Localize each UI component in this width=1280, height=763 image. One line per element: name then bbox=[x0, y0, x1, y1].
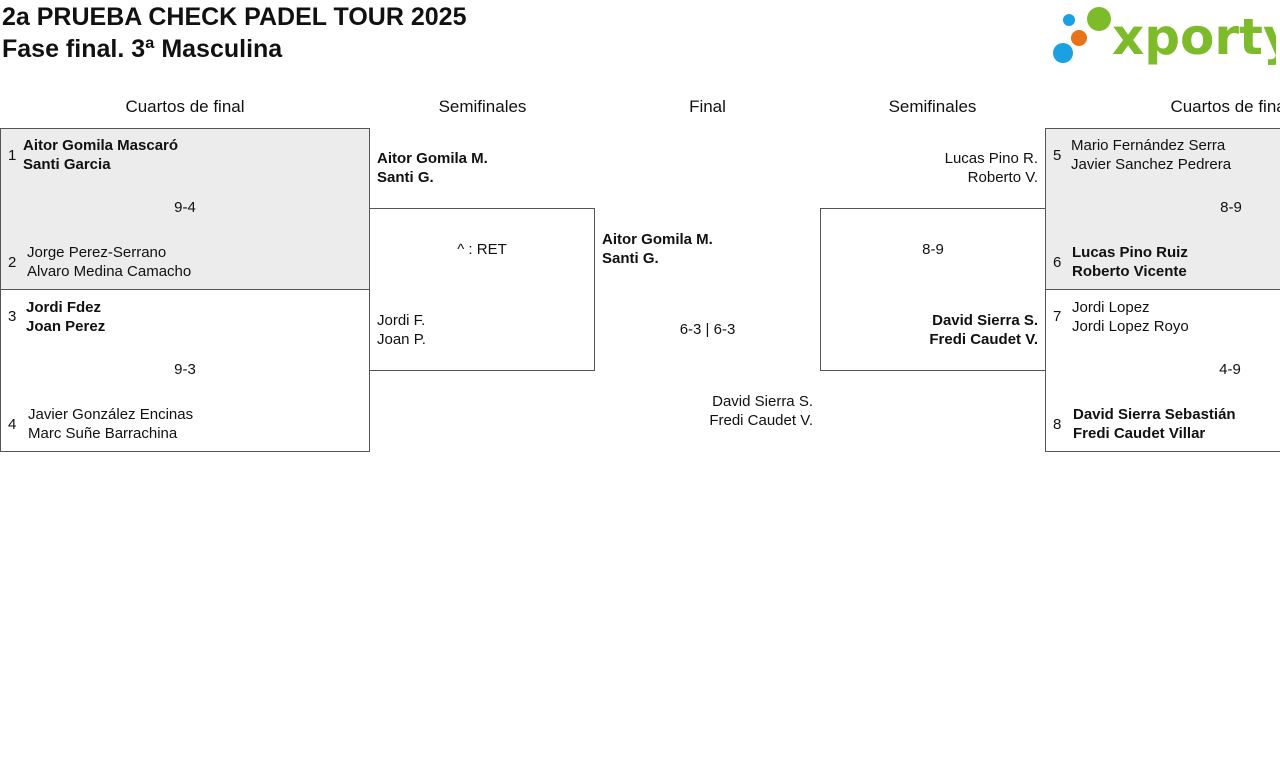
left-qf-match-1: 1 Aitor Gomila Mascaró Santi Garcia 9-4 … bbox=[0, 128, 370, 290]
round-heading-final: Final bbox=[689, 97, 726, 116]
player-name: Aitor Gomila Mascaró bbox=[23, 137, 179, 154]
player-name: Santi G. bbox=[602, 250, 659, 267]
team-b: Javier González Encinas Marc Suñe Barrac… bbox=[28, 405, 193, 443]
tournament-title: 2a PRUEBA CHECK PADEL TOUR 2025 bbox=[2, 3, 467, 31]
player-name: Jordi Fdez bbox=[26, 299, 102, 316]
player-name: Santi Garcia bbox=[23, 156, 111, 173]
phase-subtitle: Fase final. 3ª Masculina bbox=[2, 35, 283, 63]
player-name: Roberto V. bbox=[967, 169, 1038, 186]
player-name: David Sierra S. bbox=[712, 393, 813, 410]
team-b: Jorge Perez-Serrano Alvaro Medina Camach… bbox=[27, 243, 191, 281]
player-name: Santi G. bbox=[377, 169, 434, 186]
final-team-b: David Sierra S. Fredi Caudet V. bbox=[620, 392, 813, 430]
seed-number: 5 bbox=[1053, 147, 1062, 164]
team-a: Mario Fernández Serra Javier Sanchez Ped… bbox=[1071, 136, 1231, 174]
logo-dot-blue-large bbox=[1053, 43, 1073, 63]
left-sf-match: ^ : RET Jordi F. Joan P. bbox=[369, 208, 595, 371]
left-sf-team-b: Jordi F. Joan P. bbox=[377, 311, 426, 349]
seed-number: 2 bbox=[8, 254, 17, 271]
player-name: Joan P. bbox=[377, 331, 426, 348]
player-name: Jorge Perez-Serrano bbox=[27, 244, 167, 261]
player-name: Fredi Caudet V. bbox=[929, 331, 1038, 348]
seed-number: 8 bbox=[1053, 416, 1062, 433]
player-name: Javier González Encinas bbox=[28, 406, 194, 423]
player-name: David Sierra Sebastián bbox=[1073, 406, 1236, 423]
match-score: 8-9 bbox=[922, 241, 944, 258]
match-score: 8-9 bbox=[1220, 199, 1242, 216]
player-name: Lucas Pino Ruiz bbox=[1072, 244, 1188, 261]
right-qf-match-1: 5 Mario Fernández Serra Javier Sanchez P… bbox=[1045, 128, 1280, 290]
player-name: Marc Suñe Barrachina bbox=[28, 425, 178, 442]
player-name: Fredi Caudet V. bbox=[709, 412, 813, 429]
seed-number: 4 bbox=[8, 416, 17, 433]
player-name: Jordi F. bbox=[377, 312, 426, 329]
team-a: Jordi Fdez Joan Perez bbox=[26, 298, 105, 336]
match-score: 9-4 bbox=[174, 199, 196, 216]
player-name: Roberto Vicente bbox=[1072, 263, 1187, 280]
seed-number: 6 bbox=[1053, 254, 1062, 271]
player-name: Jordi Lopez bbox=[1072, 299, 1150, 316]
logo-dot-blue bbox=[1063, 14, 1075, 26]
player-name: Joan Perez bbox=[26, 318, 106, 335]
right-sf-team-a: Lucas Pino R. Roberto V. bbox=[830, 149, 1038, 187]
player-name: David Sierra S. bbox=[932, 312, 1038, 329]
player-name: Mario Fernández Serra bbox=[1071, 137, 1226, 154]
logo-dot-green bbox=[1087, 7, 1111, 31]
player-name: Jordi Lopez Royo bbox=[1072, 318, 1189, 335]
team-a: Jordi Lopez Jordi Lopez Royo bbox=[1072, 298, 1189, 336]
round-heading-left-quarterfinals: Cuartos de final bbox=[125, 97, 245, 116]
xporty-logo: xporty bbox=[1050, 2, 1276, 68]
team-b: David Sierra Sebastián Fredi Caudet Vill… bbox=[1073, 405, 1236, 443]
logo-text: xporty bbox=[1112, 8, 1276, 66]
round-heading-right-quarterfinals: Cuartos de final bbox=[1170, 97, 1280, 116]
match-score: 9-3 bbox=[174, 361, 196, 378]
right-sf-team-b: David Sierra S. Fredi Caudet V. bbox=[831, 311, 1038, 349]
right-qf-match-2: 7 Jordi Lopez Jordi Lopez Royo 4-9 8 Dav… bbox=[1045, 289, 1280, 452]
left-sf-team-a: Aitor Gomila M. Santi G. bbox=[377, 149, 488, 187]
seed-number: 7 bbox=[1053, 308, 1062, 325]
final-team-a: Aitor Gomila M. Santi G. bbox=[602, 230, 713, 268]
team-b: Lucas Pino Ruiz Roberto Vicente bbox=[1072, 243, 1188, 281]
round-heading-left-semifinals: Semifinales bbox=[438, 97, 527, 116]
left-qf-match-2: 3 Jordi Fdez Joan Perez 9-3 4 Javier Gon… bbox=[0, 289, 370, 452]
match-score: ^ : RET bbox=[457, 241, 507, 258]
seed-number: 1 bbox=[8, 147, 17, 164]
round-heading-right-semifinals: Semifinales bbox=[888, 97, 977, 116]
player-name: Fredi Caudet Villar bbox=[1073, 425, 1206, 442]
player-name: Aitor Gomila M. bbox=[377, 150, 488, 167]
final-score: 6-3 | 6-3 bbox=[679, 321, 736, 338]
team-a: Aitor Gomila Mascaró Santi Garcia bbox=[23, 136, 178, 174]
match-score: 4-9 bbox=[1219, 361, 1241, 378]
player-name: Alvaro Medina Camacho bbox=[27, 263, 192, 280]
right-sf-match: 8-9 David Sierra S. Fredi Caudet V. bbox=[820, 208, 1046, 371]
player-name: Aitor Gomila M. bbox=[602, 231, 713, 248]
logo-dot-orange bbox=[1071, 30, 1087, 46]
player-name: Javier Sanchez Pedrera bbox=[1071, 156, 1232, 173]
seed-number: 3 bbox=[8, 308, 17, 325]
player-name: Lucas Pino R. bbox=[944, 150, 1038, 167]
